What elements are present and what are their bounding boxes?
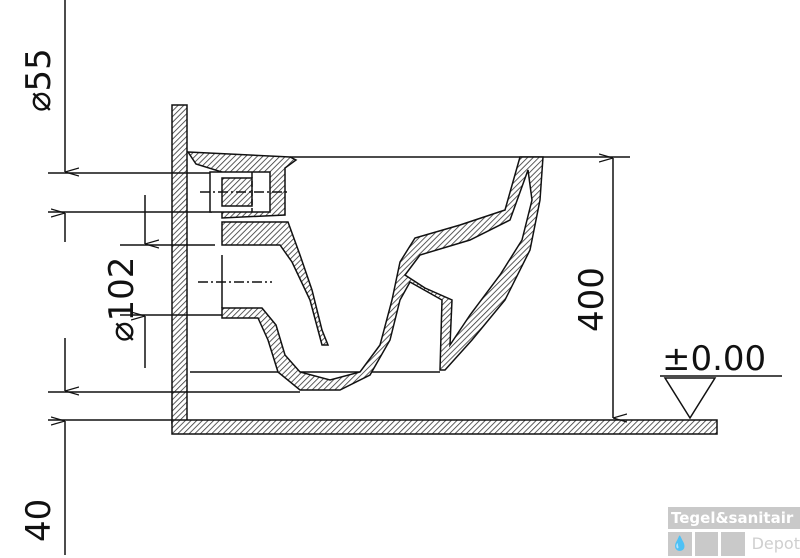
dim-label-400: 400 [572,267,612,332]
level-triangle-icon [663,377,717,420]
dim-label-102: ⌀102 [102,257,142,342]
floor [171,419,718,435]
extension-lines [48,156,630,421]
dim-label-55: ⌀55 [19,48,59,112]
dim-label-40: 40 [19,499,59,542]
wall [171,104,188,424]
watermark-brand: Tegel&sanitair [668,507,800,529]
water-drop-icon: 💧 [668,532,692,556]
floor-level-label: ±0.00 [662,339,766,379]
watermark-square [721,532,745,556]
watermark-sub: Depot [751,534,800,553]
watermark-logo: Tegel&sanitair 💧 Depot [668,507,800,556]
watermark-square [694,532,719,556]
